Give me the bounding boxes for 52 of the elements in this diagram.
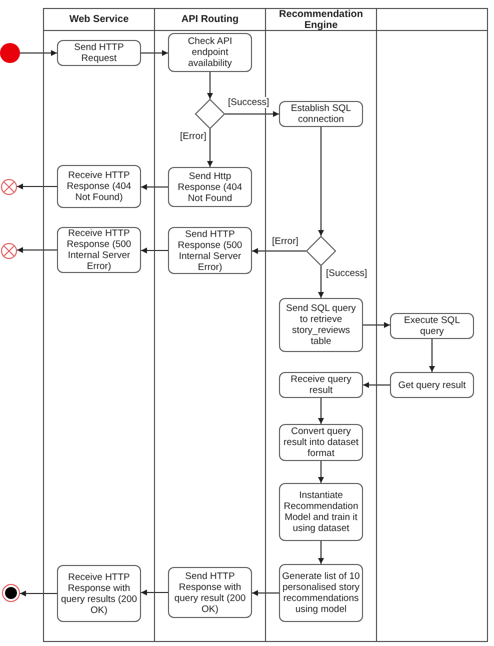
flow-final-node: [1, 243, 17, 259]
action-box: Receive HTTP Response (404 Not Found): [57, 165, 141, 208]
arrow: [140, 50, 168, 56]
start-node: [0, 43, 20, 63]
action-box: Send HTTP Response (500 Internal Server Error): [168, 227, 252, 274]
action-box: Receive query result: [279, 372, 363, 398]
lane-header: Web Service: [44, 9, 154, 31]
arrow: [252, 590, 280, 596]
arrow: [20, 50, 58, 56]
edge-label: [Error]: [180, 131, 206, 142]
edge-label: [Success]: [326, 268, 368, 279]
arrow: [318, 398, 324, 424]
arrow: [318, 266, 324, 298]
edge-label: [Success]: [228, 97, 270, 108]
swimlane: [43, 8, 155, 642]
action-box: Send HTTP Request: [57, 40, 141, 66]
action-box: Convert query result into dataset format: [279, 424, 363, 461]
action-box: Send HTTP Response with query result (200 OK): [168, 567, 252, 618]
arrow: [207, 128, 213, 168]
decision-diamond: [306, 236, 336, 266]
arrow: [429, 338, 435, 372]
arrow: [318, 126, 324, 236]
arrow: [362, 382, 390, 388]
lane-header: API Routing: [155, 9, 265, 31]
arrow: [140, 590, 168, 596]
arrow: [318, 460, 324, 484]
arrow: [362, 322, 390, 328]
action-box: Get query result: [390, 372, 474, 398]
action-box: Generate list of 10 personalised story recommendations using model: [279, 564, 363, 622]
arrow: [318, 540, 324, 564]
arrow: [224, 111, 280, 117]
arrow: [140, 248, 168, 254]
action-box: Receive HTTP Response with query results (200 OK): [57, 565, 141, 622]
action-box: Send Http Response (404 Not Found: [168, 167, 252, 207]
arrow: [207, 72, 213, 100]
action-box: Execute SQL query: [390, 313, 474, 339]
swimlane: [376, 8, 488, 642]
arrow: [16, 247, 58, 253]
action-box: Check API endpoint availability: [168, 33, 252, 72]
action-box: Establish SQL connection: [279, 101, 363, 127]
decision-diamond: [195, 99, 225, 129]
action-box: Instantiate Recommendation Model and train it using dataset: [279, 483, 363, 541]
arrow: [16, 184, 58, 190]
lane-header: Recommendation Engine: [266, 9, 376, 31]
action-box: Receive HTTP Response (500 Internal Server Error): [57, 227, 141, 273]
action-box: Send SQL query to retrieve story_reviews table: [279, 298, 363, 352]
arrow: [140, 184, 168, 190]
flow-final-node: [1, 179, 17, 195]
arrow: [252, 248, 306, 254]
edge-label: [Error]: [272, 236, 298, 247]
activity-final-node: [2, 584, 20, 602]
arrow: [20, 590, 58, 596]
